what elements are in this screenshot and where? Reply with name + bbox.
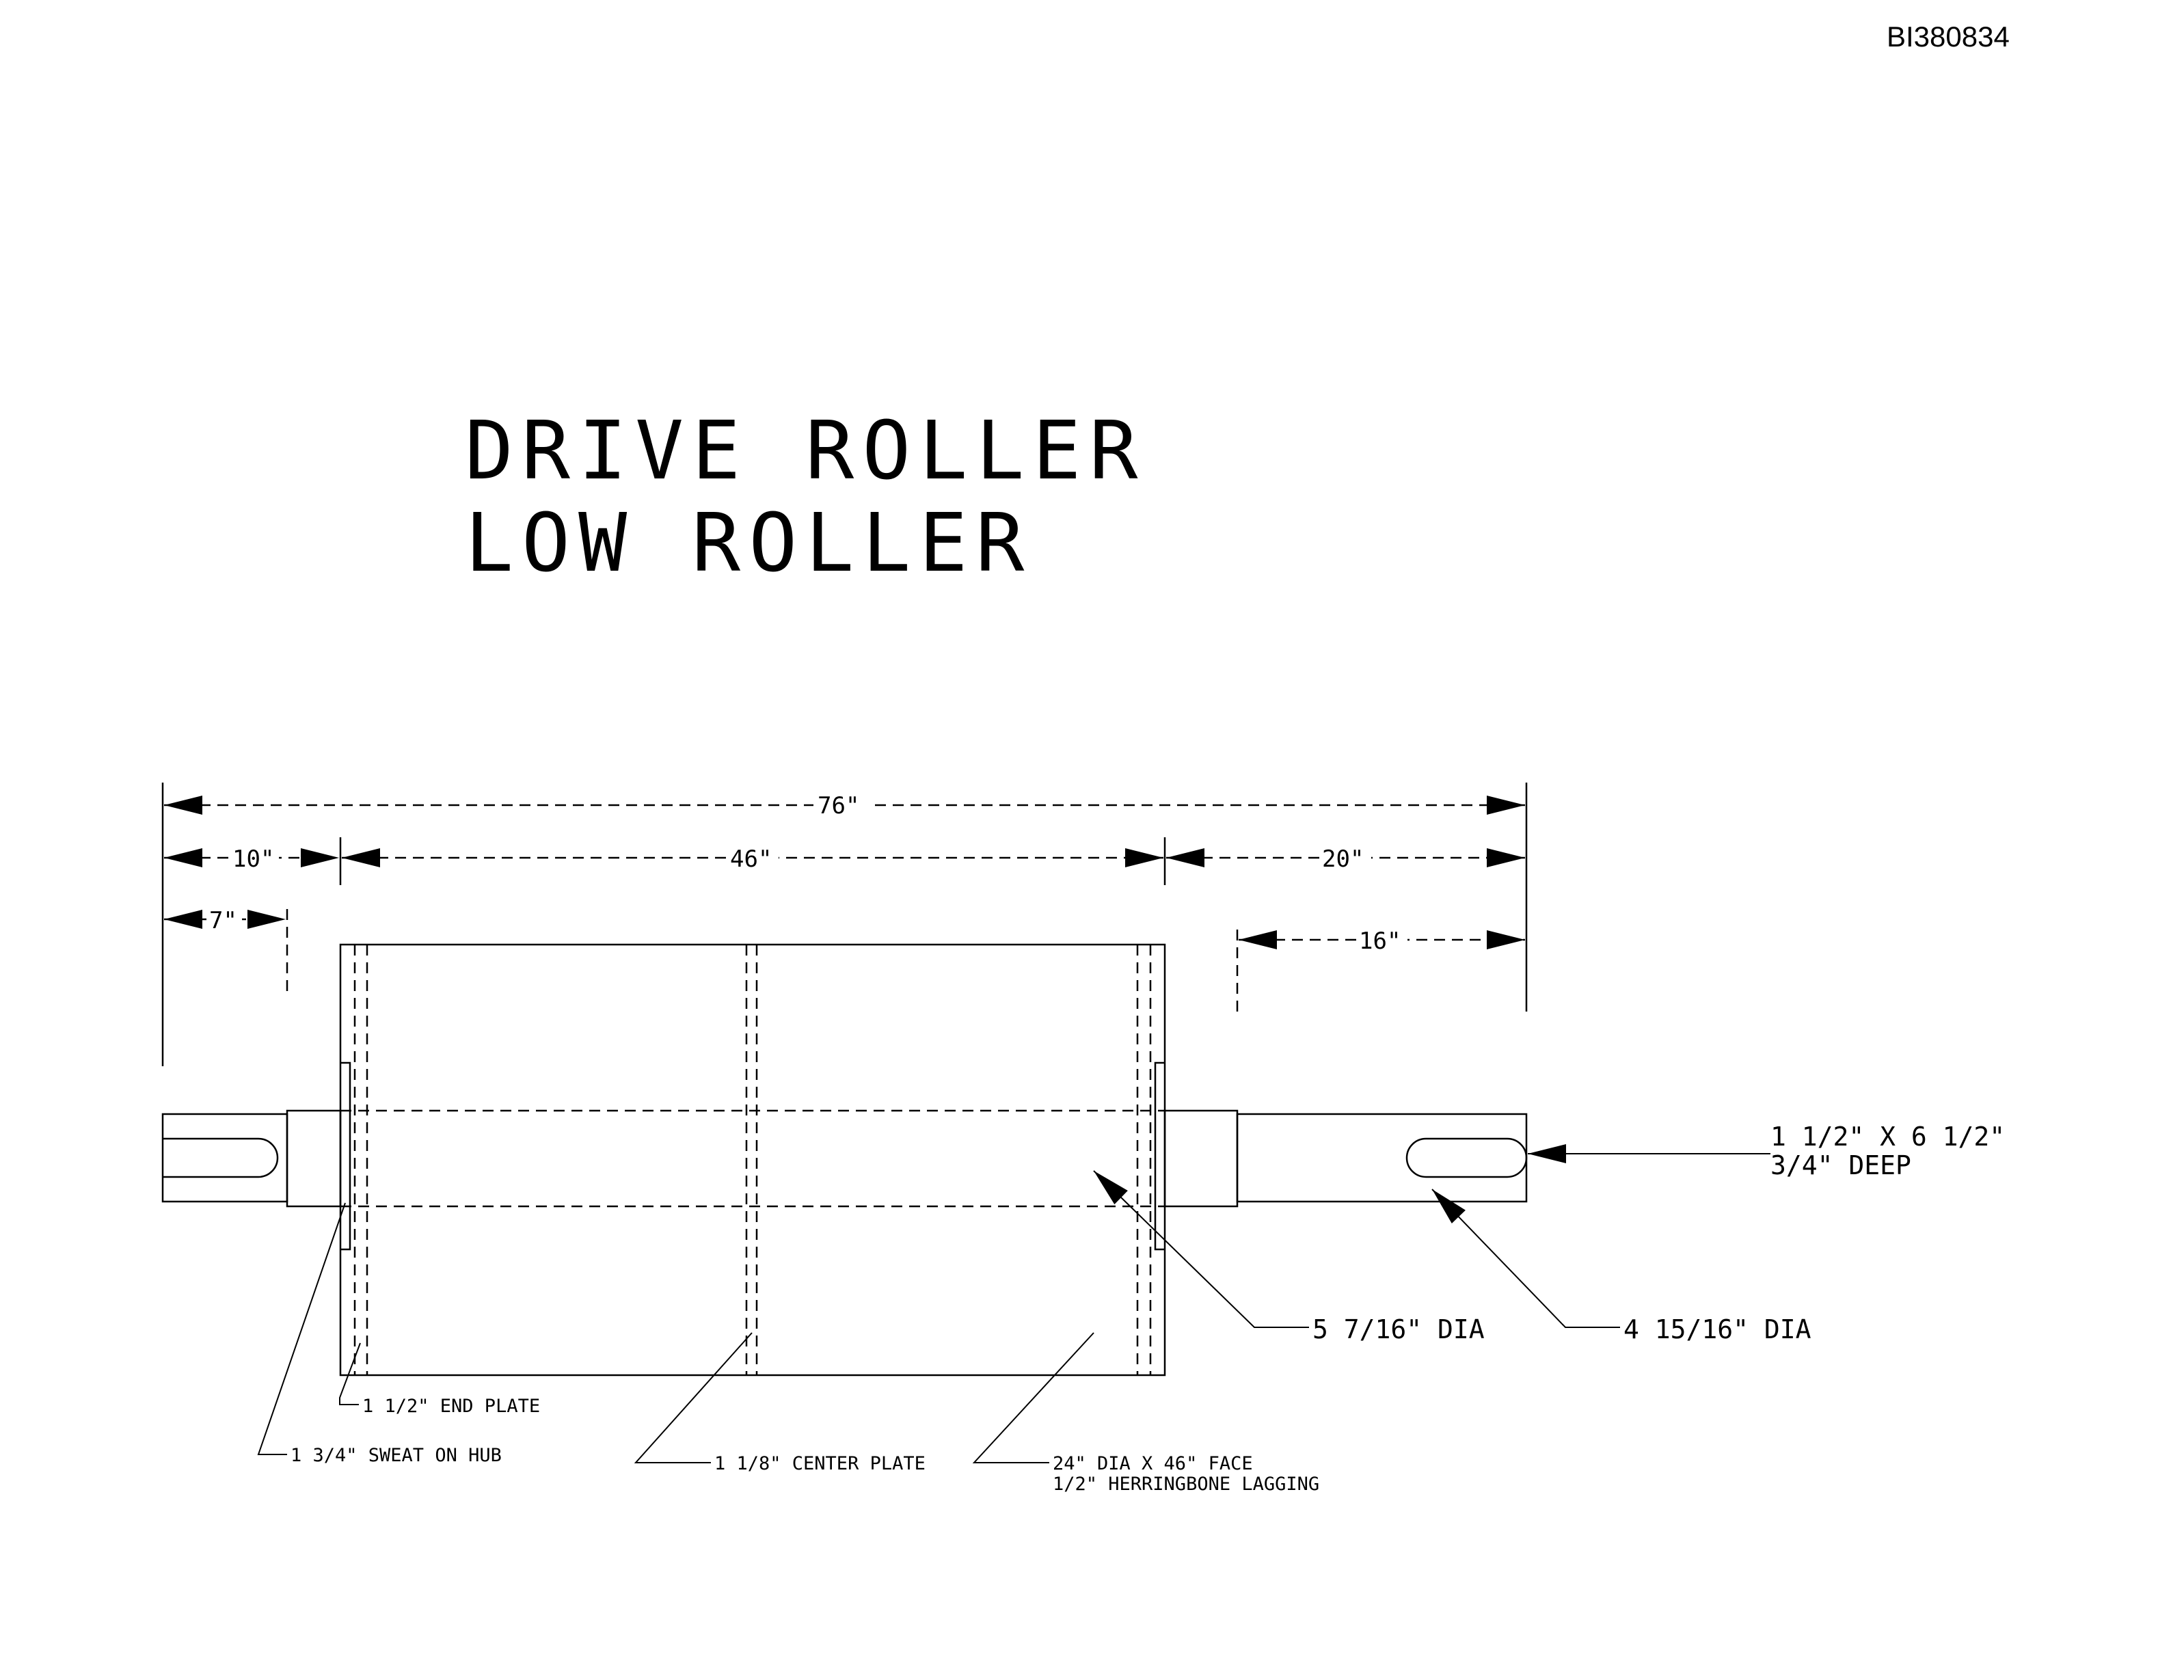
lagging-callout-line-1: 24" DIA X 46" FACE (1053, 1453, 1253, 1474)
center-plate-callout: 1 1/8" CENTER PLATE (714, 1453, 926, 1474)
roller-drum (339, 943, 1166, 1377)
dim-left-shaft: 10" (232, 845, 274, 873)
dim-right-shaft: 20" (1322, 845, 1364, 873)
shaft (161, 1109, 1528, 1208)
dimension-lines (164, 796, 1525, 949)
right-shaft-stub (1236, 1113, 1528, 1203)
shaft-dia-callout: 4 15/16" DIA (1623, 1314, 1811, 1344)
right-shaft-step (1163, 1109, 1239, 1208)
left-shaft-step (286, 1109, 342, 1208)
dim-left-keyway: 7" (209, 907, 237, 934)
dim-face: 46" (730, 845, 772, 873)
title-line-1: DRIVE ROLLER (465, 403, 1146, 498)
title-line-2: LOW ROLLER (465, 496, 1032, 590)
leaders (257, 1144, 1770, 1463)
dim-right-keyway: 16" (1359, 927, 1401, 955)
keyway-callout-line-2: 3/4" DEEP (1770, 1150, 1911, 1180)
right-keyway (1405, 1137, 1528, 1178)
extension-lines (161, 783, 1528, 1066)
lagging-callout-line-2: 1/2" HERRINGBONE LAGGING (1053, 1474, 1319, 1495)
end-plate-callout: 1 1/2" END PLATE (362, 1396, 540, 1417)
dim-overall: 76" (818, 792, 859, 819)
keyway-callout-line-1: 1 1/2" X 6 1/2" (1770, 1122, 2005, 1152)
hub-callout: 1 3/4" SWEAT ON HUB (291, 1445, 502, 1466)
left-keyway (163, 1137, 279, 1178)
roller-body (339, 943, 1166, 1377)
left-shaft-stub (161, 1113, 288, 1203)
hub-bore-callout: 5 7/16" DIA (1312, 1314, 1485, 1344)
document-id: BI380834 (1887, 21, 2010, 53)
